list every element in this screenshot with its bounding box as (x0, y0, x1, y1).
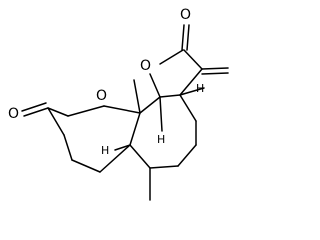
bond (159, 94, 181, 98)
atom-o-lactone-ring: O (140, 58, 151, 74)
bond (149, 73, 161, 98)
bond (23, 107, 49, 117)
cycloheptane-ring (129, 94, 197, 169)
bond (129, 112, 141, 146)
bond (186, 24, 190, 51)
bond (67, 105, 105, 117)
atom-h-upper: H (196, 82, 204, 95)
bond (129, 144, 151, 169)
bond (71, 159, 101, 173)
bond (177, 144, 197, 167)
bond (149, 165, 179, 169)
bond (114, 144, 131, 151)
bond (181, 24, 185, 51)
bond (47, 107, 65, 136)
bond (159, 49, 184, 65)
atom-o-lactone-carbonyl: O (180, 7, 191, 23)
bond (103, 105, 141, 114)
substituents (114, 79, 205, 201)
bond (159, 96, 163, 132)
bond (21, 102, 47, 112)
bond (133, 79, 141, 114)
atom-h-lower: H (157, 133, 165, 146)
bond (99, 144, 131, 173)
bond (201, 72, 229, 75)
bond (179, 87, 205, 96)
bond (179, 94, 197, 122)
lactone-ring (149, 24, 229, 98)
bond (179, 68, 203, 96)
bond (201, 67, 229, 70)
atom-o-pyranone-carbonyl: O (8, 106, 19, 122)
pyranone-ring (21, 102, 141, 173)
bond (63, 134, 73, 161)
atom-h-ring-junction: H (101, 144, 109, 157)
bond (139, 96, 161, 114)
bond (47, 107, 69, 117)
atom-o-pyranone-ring: O (96, 88, 107, 104)
molecule-structure: O O O O H H H (8, 7, 229, 201)
bond (183, 49, 203, 70)
